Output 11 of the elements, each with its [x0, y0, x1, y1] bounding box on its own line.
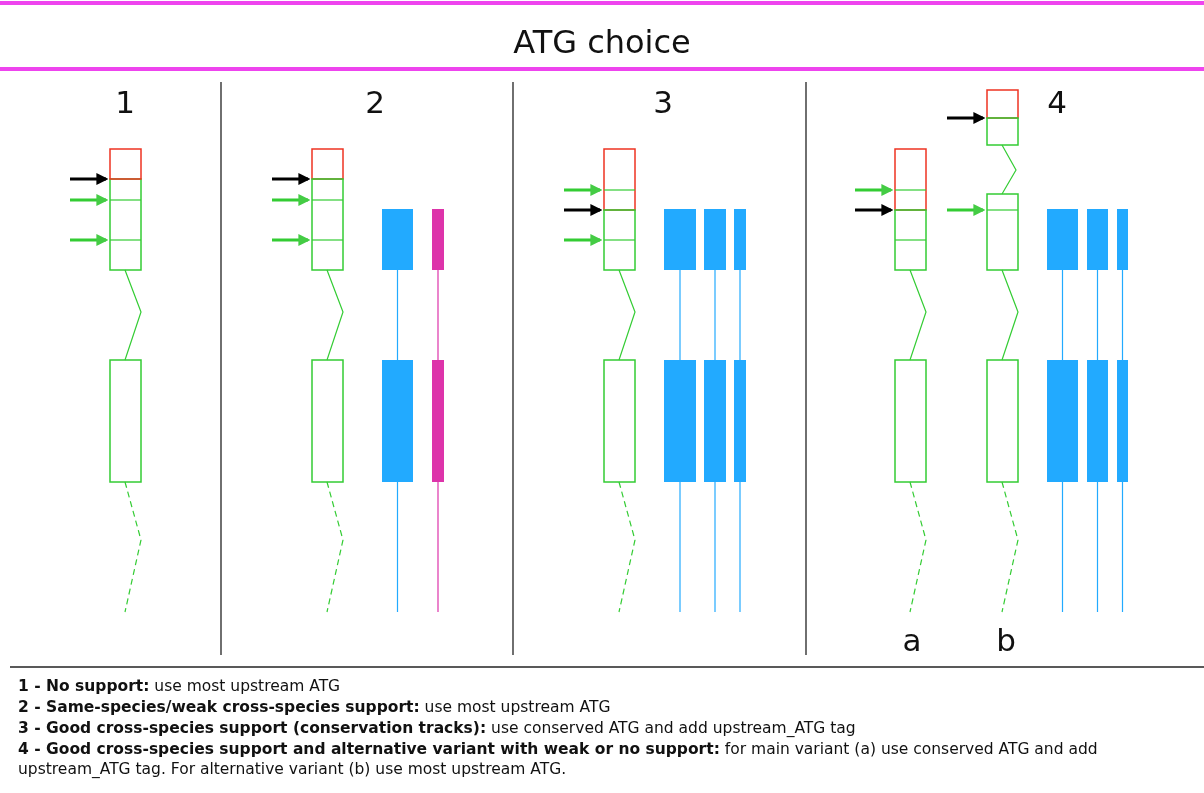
panel-number: 1	[115, 84, 135, 120]
panel-number: 4	[1047, 84, 1067, 120]
legend-note: 2 - Same-species/weak cross-species support: use most upstream ATG	[18, 697, 612, 717]
legend-note: 4 - Good cross-species support and alternative variant with weak or no support: for main variant (a) use conserved ATG and add upstream_ATG tag. For alternative variant (b) use most upstream ATG.	[18, 739, 1099, 779]
title: ATG choice	[512, 22, 692, 63]
variant-label: b	[996, 622, 1016, 658]
legend-note: 1 - No support: use most upstream ATG	[18, 676, 342, 696]
panel-number: 2	[365, 84, 385, 120]
legend-note: 3 - Good cross-species support (conservation tracks): use conserved ATG and add upstream_ATG tag	[18, 718, 857, 738]
variant-label: a	[902, 622, 922, 658]
panel-number: 3	[653, 84, 673, 120]
